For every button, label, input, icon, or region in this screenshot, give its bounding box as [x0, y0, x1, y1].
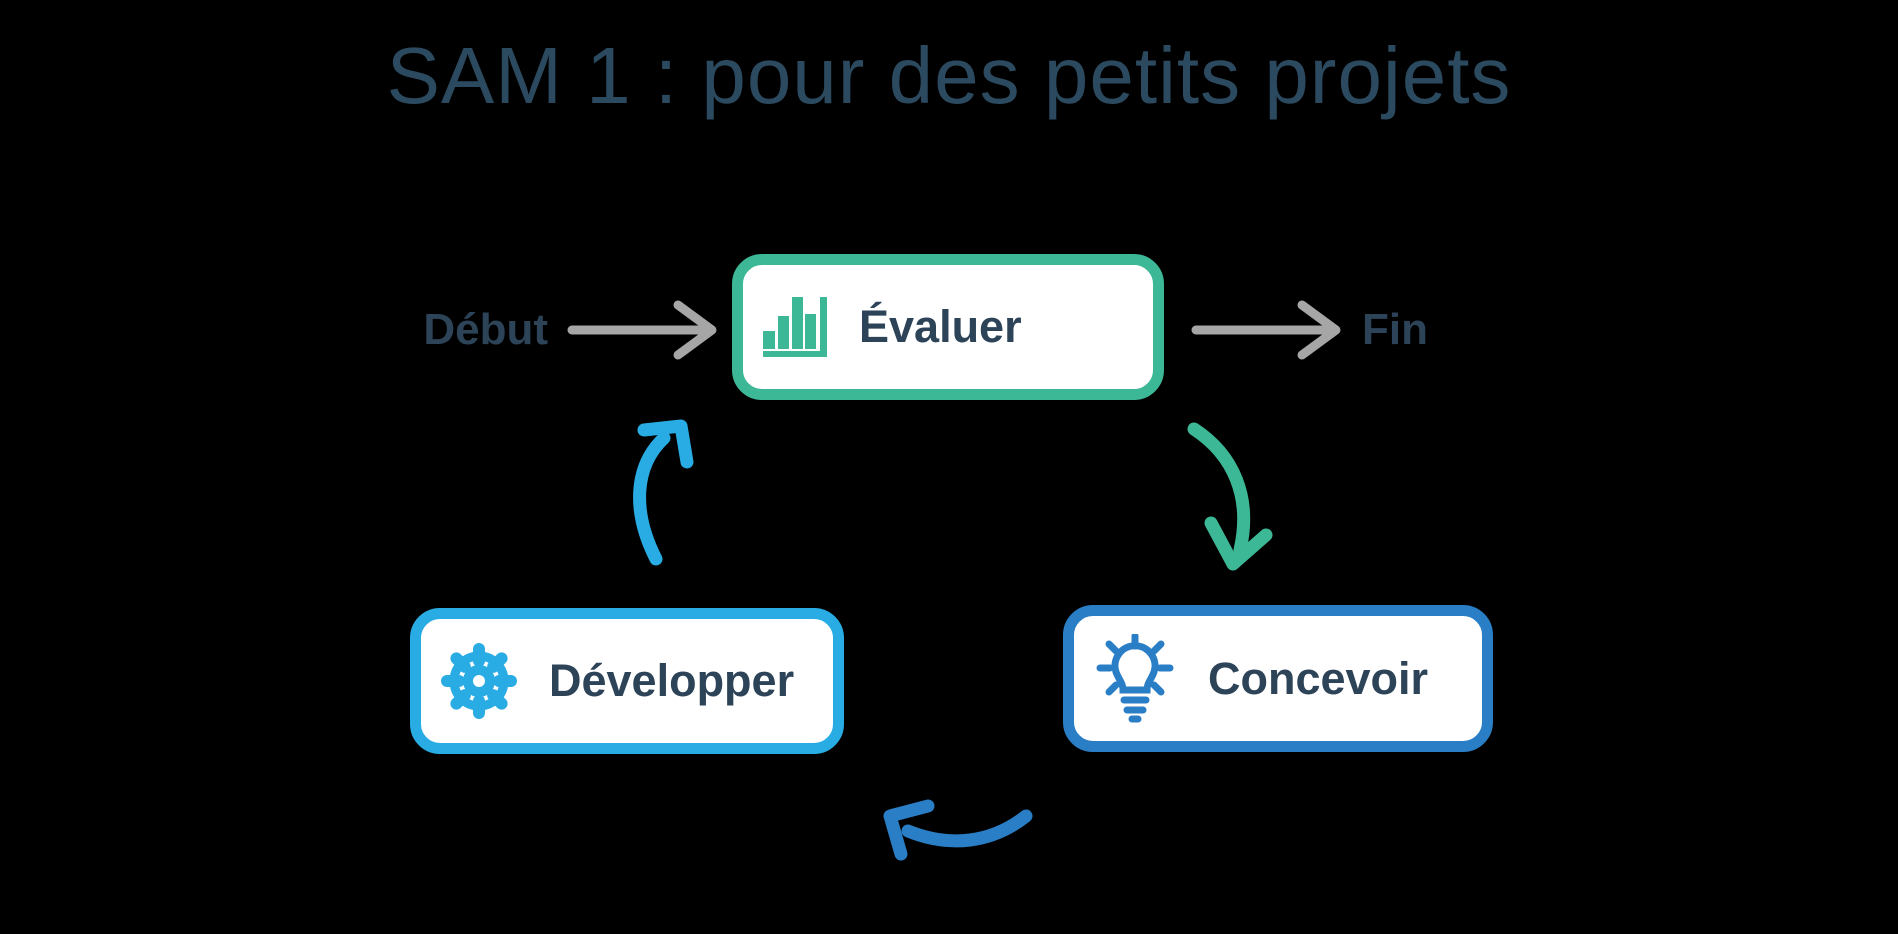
- node-concevoir-label: Concevoir: [1208, 652, 1429, 704]
- start-label: Début: [423, 305, 548, 354]
- end-label: Fin: [1362, 305, 1428, 354]
- node-evaluer-label: Évaluer: [859, 301, 1022, 352]
- node-developper-label: Développer: [549, 655, 795, 706]
- arrow-evaluer-to-end: [1191, 300, 1341, 360]
- arrow-concevoir-to-developper: [883, 799, 1033, 861]
- lightbulb-icon: [1096, 633, 1174, 722]
- node-developper: Développer: [410, 608, 844, 754]
- arrow-developper-to-evaluer: [633, 419, 694, 566]
- arrow-evaluer-to-concevoir: [1187, 422, 1273, 571]
- gear-icon: [441, 643, 517, 719]
- node-concevoir: Concevoir: [1063, 605, 1493, 752]
- arrow-start-to-evaluer: [567, 300, 717, 360]
- diagram-title: SAM 1 : pour des petits projets: [386, 31, 1512, 120]
- node-evaluer: Évaluer: [732, 254, 1164, 400]
- bar-chart-icon: [763, 297, 827, 357]
